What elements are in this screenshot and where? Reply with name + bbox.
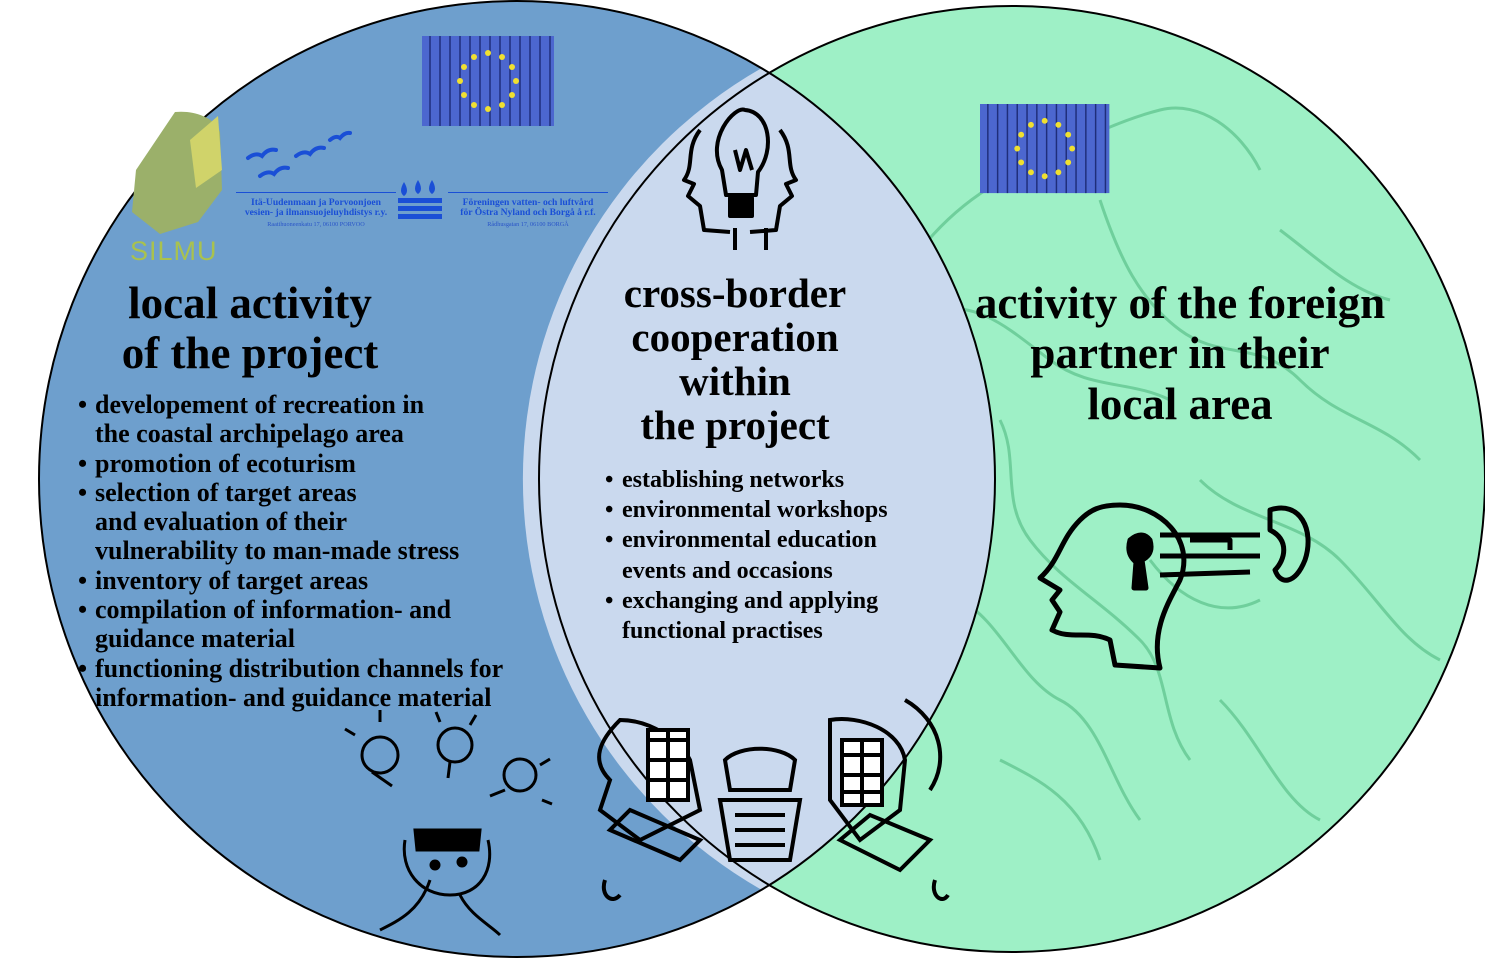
org-fi-address: Raatihuoneenkatu 17, 06100 PORVOO [267,221,365,228]
list-item: environmental workshops [605,495,950,525]
center-heading: cross-border cooperation within the proj… [565,270,905,448]
left-heading-line1: local activity [128,278,372,328]
center-heading-line2: cooperation [631,313,839,360]
right-heading-line1: activity of the foreign [974,278,1386,328]
list-item: functioning distribution channels forinf… [78,654,578,713]
europe-map-background [918,106,1441,861]
silmu-logo-text: SILMU [130,236,218,266]
water-drops-icon [398,180,442,219]
center-cooperation-list: establishing networks environmental work… [605,465,950,646]
eu-flag-icon [421,35,555,127]
org-sv-line1: Föreningen vatten- och luftvård [462,197,594,208]
center-heading-line4: the project [640,401,830,448]
right-heading-line3: local area [1087,378,1273,429]
org-fi-line2: vesien- ja ilmansuojeluyhdistys r.y. [244,207,388,218]
silmu-sprout-icon [132,111,222,234]
list-item: promotion of ecoturism [78,449,578,479]
left-heading-line2: of the project [121,328,379,379]
right-heading-line2: partner in their [1030,328,1330,379]
listening-head-icon [1037,502,1311,671]
org-logo-swedish: Föreningen vatten- och luftvård för Östr… [448,192,608,228]
right-heading: activity of the foreign partner in their… [935,278,1425,429]
birds-icon [246,130,352,178]
thinking-faces-lightbulb-icon [682,107,798,250]
org-sv-address: Rådhusgatan 17, 06100 BORGÅ [487,221,569,228]
computer-telephone-communication-icon [597,698,950,901]
left-heading: local activity of the project [70,278,430,379]
idea-lightbulbs-person-icon [344,710,553,937]
org-sv-line2: för Östra Nyland och Borgå å r.f. [460,207,596,218]
list-item: inventory of target areas [78,566,578,596]
eu-flag-icon [979,103,1111,194]
org-fi-line1: Itä-Uudenmaan ja Porvoonjoen [250,197,382,208]
org-logo-finnish: Itä-Uudenmaan ja Porvoonjoen vesien- ja … [236,192,396,228]
list-item: establishing networks [605,465,950,495]
list-item: compilation of information- andguidance … [78,595,578,654]
center-heading-line3: within [679,357,791,404]
center-heading-line1: cross-border [623,270,847,316]
